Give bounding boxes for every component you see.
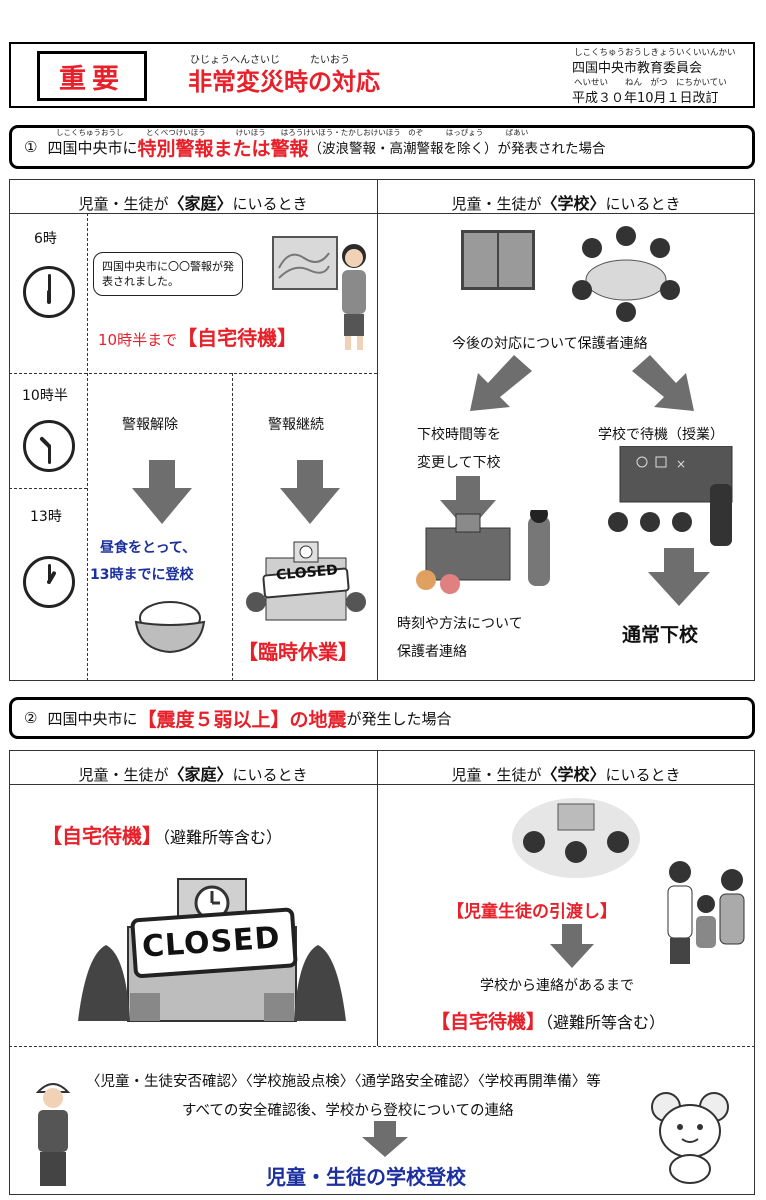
section2-banner: ② 四国中央市に 【震度５弱以上】 の地震 が発生した場合 [9, 697, 755, 739]
announcer-figure-icon [334, 240, 374, 352]
section1-pre: 四国中央市に [47, 138, 138, 157]
section2-home-wait-line: 【自宅待機】（避難所等含む） [42, 824, 283, 848]
section1-panel [9, 179, 755, 681]
alert-lifted: 警報解除 [122, 417, 178, 433]
time-6: 6時 [34, 231, 57, 247]
clock-1030-icon [23, 420, 75, 472]
student-handover: 【児童生徒の引渡し】 [447, 902, 617, 922]
row-divider-1030 [9, 373, 377, 374]
arrow-down-lifted-icon [132, 460, 192, 524]
contact-parents: 今後の対応について保護者連絡 [452, 336, 648, 352]
section1-school-header: 児童・生徒が〈学校〉にいるとき [451, 194, 681, 213]
org-ruby: しこくちゅうおうしきょういくいいんかい [574, 48, 736, 58]
section1-number: ① [24, 138, 38, 156]
time-column-divider [87, 213, 88, 681]
alert-continued: 警報継続 [268, 417, 324, 433]
arrow-down-dismissal-icon [440, 476, 496, 532]
row-divider-13 [9, 488, 87, 489]
section1-post: （波浪警報・高潮警報を除く）が発表された場合 [308, 141, 606, 157]
revision-date: 平成３０年10月１日改訂 [572, 91, 719, 106]
section1-ruby: しこくちゅうおうし とくべつけいほう けいほう はろうけいほう・たかしおけいほう… [56, 128, 529, 137]
temporary-closure: 【臨時休業】 [238, 640, 358, 664]
section2-home-header: 児童・生徒が〈家庭〉にいるとき [78, 765, 308, 784]
section2-bottom-divider [9, 1046, 755, 1047]
closed-school-large-icon [78, 875, 346, 1025]
lunch-line1: 昼食をとって、 [100, 540, 197, 556]
title-ruby: ひじょうへんさいじ たいおう [190, 55, 350, 66]
change-time-line2: 変更して下校 [417, 455, 501, 471]
closed-school-small-icon [246, 538, 366, 626]
svg-text:×: × [676, 457, 686, 471]
after-safety-checks: すべての安全確認後、学校から登校についての連絡 [182, 1103, 514, 1119]
header-frame [9, 42, 755, 108]
section1-center-divider [377, 179, 378, 681]
wait-at-school: 学校で待機（授業） [598, 427, 724, 443]
section1-banner: ① 四国中央市に 特別警報または警報 （波浪警報・高潮警報を除く）が発表された場… [9, 125, 755, 169]
until-contact: 学校から連絡があるまで [480, 978, 634, 994]
safety-checks: 〈児童・生徒安否確認〉〈学校施設点検〉〈通学路安全確認〉〈学校再開準備〉等 [86, 1074, 601, 1090]
section1-highlight: 特別警報または警報 [137, 137, 309, 160]
clock-13-icon [23, 556, 75, 608]
arrow-down-normal-icon [648, 548, 710, 606]
classroom-lesson-icon: × [606, 445, 740, 550]
clock-6-icon [23, 266, 75, 318]
section2-school-wait-line: 【自宅待機】（避難所等含む） [431, 1011, 666, 1033]
arrow-down-right-icon [632, 355, 694, 411]
change-time-line1: 下校時間等を [417, 427, 501, 443]
until-1030-line: 10時半まで【自宅待機】 [98, 326, 298, 350]
lunch-line2: 13時までに登校 [90, 567, 194, 583]
org-name: 四国中央市教育委員会 [572, 61, 703, 76]
section2-school-header: 児童・生徒が〈学校〉にいるとき [451, 765, 681, 784]
final-school-attendance: 児童・生徒の学校登校 [266, 1165, 466, 1189]
time-method-line2: 保護者連絡 [397, 644, 467, 660]
time-13: 13時 [30, 509, 62, 525]
arrow-down-left-icon [470, 355, 532, 411]
section2-center-divider [377, 750, 378, 1046]
page-title: 非常変災時の対応 [188, 68, 380, 96]
arrow-down-continued-icon [280, 460, 340, 524]
date-ruby: へいせい ねん がつ にちかいてい [574, 78, 727, 88]
announcement-speech-bubble: 四国中央市に〇〇警報が発表されました。 [93, 252, 243, 296]
normal-dismissal: 通常下校 [622, 624, 699, 646]
section2-panel [9, 750, 755, 1195]
section1-header-divider [9, 213, 755, 214]
important-badge: 重要 [37, 51, 147, 101]
time-method-line1: 時刻や方法について [397, 616, 523, 632]
rice-bowl-icon [132, 598, 208, 656]
earthquake-students-icon [510, 796, 642, 880]
rainy-window-icon [461, 230, 535, 290]
arrow-down-handover-icon [550, 924, 594, 968]
time-1030: 10時半 [22, 388, 68, 404]
students-leaving-school-icon [408, 505, 556, 610]
section1-home-header: 児童・生徒が〈家庭〉にいるとき [78, 194, 308, 213]
weather-map-icon [272, 236, 338, 290]
mascot-icon [650, 1085, 730, 1185]
section2-header-divider [9, 784, 755, 785]
family-icon [662, 858, 748, 966]
worker-icon [32, 1076, 74, 1188]
arrow-down-final-icon [362, 1121, 408, 1157]
lifted-continued-divider [232, 373, 233, 681]
teacher-meeting-icon [562, 218, 690, 326]
